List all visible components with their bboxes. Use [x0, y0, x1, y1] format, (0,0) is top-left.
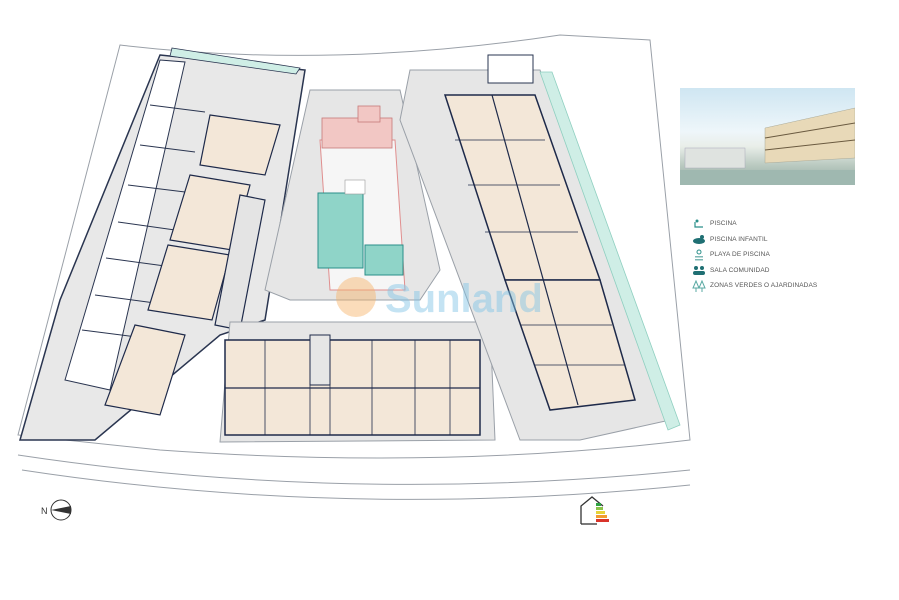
legend-item-green-zones: ZONAS VERDES O AJARDINADAS	[692, 278, 817, 294]
pool-area	[264, 89, 441, 301]
svg-text:Sunland: Sunland	[385, 277, 543, 321]
legend-item-kids-pool: PISCINA INFANTIL	[692, 232, 817, 248]
sunland-watermark-logo: Sunland	[336, 277, 543, 321]
north-compass: N	[41, 499, 72, 521]
building-render-image	[680, 88, 855, 185]
amenities-legend: PISCINA PISCINA INFANTIL PLAYA DE PISCIN…	[692, 216, 817, 294]
bottom-building	[219, 321, 496, 443]
duck-float-icon	[693, 235, 705, 245]
legend-label: SALA COMUNIDAD	[710, 266, 770, 274]
sunbed-umbrella-icon	[695, 249, 703, 261]
trees-icon	[692, 279, 706, 292]
legend-label: ZONAS VERDES O AJARDINADAS	[710, 282, 818, 290]
right-building-wing	[399, 54, 681, 441]
energy-rating-icon	[580, 496, 609, 525]
legend-label: PLAYA DE PISCINA	[710, 251, 770, 259]
legend-label: PISCINA	[710, 220, 737, 228]
legend-item-pool-beach: PLAYA DE PISCINA	[692, 247, 817, 263]
compass-north-label: N	[41, 506, 48, 516]
legend-item-pool: PISCINA	[692, 216, 817, 232]
legend-item-community-room: SALA COMUNIDAD	[692, 263, 817, 279]
plot-boundary	[17, 34, 691, 500]
swimmer-icon	[694, 219, 703, 228]
left-building-wing	[19, 47, 306, 441]
people-group-icon	[693, 266, 705, 276]
legend-label: PISCINA INFANTIL	[710, 235, 768, 243]
